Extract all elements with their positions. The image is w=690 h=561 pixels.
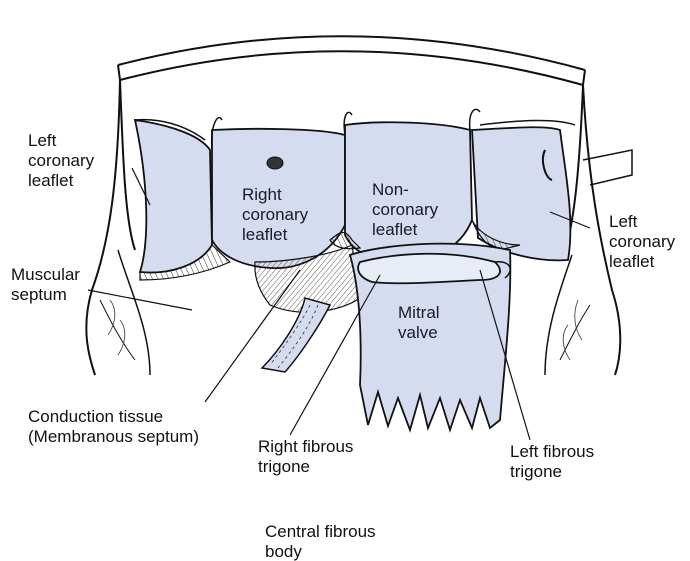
label-muscular-septum: Muscular septum: [11, 265, 80, 305]
label-left-coronary-leaflet-left: Left coronary leaflet: [28, 131, 94, 191]
right-coronary-ostium: [267, 157, 283, 169]
label-conduction-tissue: Conduction tissue (Membranous septum): [28, 407, 199, 447]
label-right-coronary-leaflet: Right coronary leaflet: [242, 185, 308, 245]
label-left-fibrous-trigone: Left fibrous trigone: [510, 442, 594, 482]
label-non-coronary-leaflet: Non- coronary leaflet: [372, 180, 438, 240]
label-left-coronary-leaflet-right: Left coronary leaflet: [609, 212, 675, 272]
label-central-fibrous-body: Central fibrous body: [265, 522, 376, 561]
left-coronary-cusp-left: [135, 120, 212, 273]
label-mitral-valve: Mitral valve: [398, 303, 440, 343]
label-right-fibrous-trigone: Right fibrous trigone: [258, 437, 353, 477]
lower-muscle-texture: [108, 300, 582, 360]
mitral-annulus: [358, 254, 500, 284]
